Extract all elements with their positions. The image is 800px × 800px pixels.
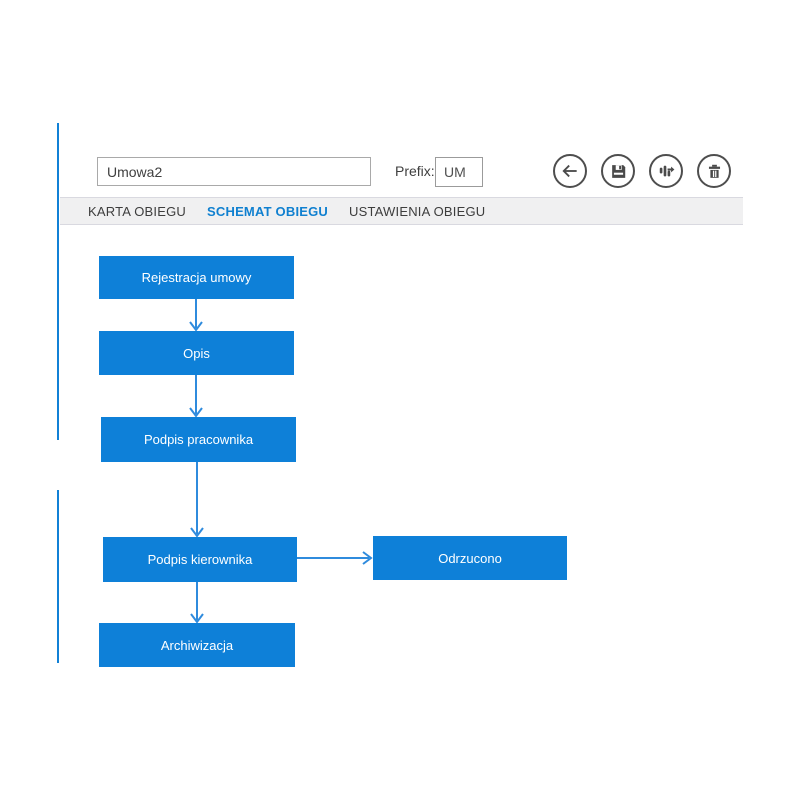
flow-edge-opis-to-podpis-pracownika xyxy=(189,375,203,418)
flow-edge-rejestracja-to-opis xyxy=(189,299,203,332)
flow-node-podpis-kierownika[interactable]: Podpis kierownika xyxy=(103,537,297,582)
tab-ustawienia-obiegu[interactable]: USTAWIENIA OBIEGU xyxy=(349,203,486,219)
flow-edge-podpis-kierownika-to-odrzucono xyxy=(297,551,373,565)
tab-schemat-obiegu[interactable]: SCHEMAT OBIEGU xyxy=(207,203,329,219)
prefix-label: Prefix: xyxy=(395,163,435,179)
export-workflow-button[interactable] xyxy=(649,154,683,188)
flow-node-odrzucono[interactable]: Odrzucono xyxy=(373,536,567,580)
save-button[interactable] xyxy=(601,154,635,188)
save-diskette-icon xyxy=(609,162,628,181)
tab-bar: KARTA OBIEGU SCHEMAT OBIEGU USTAWIENIA O… xyxy=(60,197,743,225)
delete-button[interactable] xyxy=(697,154,731,188)
toolbar xyxy=(553,154,731,188)
left-accent-line-bottom xyxy=(57,490,59,663)
left-accent-line-top xyxy=(57,123,59,440)
flow-node-rejestracja-umowy[interactable]: Rejestracja umowy xyxy=(99,256,294,299)
flow-node-opis[interactable]: Opis xyxy=(99,331,294,375)
trash-icon xyxy=(705,162,724,181)
flow-node-archiwizacja[interactable]: Archiwizacja xyxy=(99,623,295,667)
flow-transfer-icon xyxy=(656,161,676,181)
back-button[interactable] xyxy=(553,154,587,188)
flow-node-podpis-pracownika[interactable]: Podpis pracownika xyxy=(101,417,296,462)
flow-edge-podpis-pracownika-to-podpis-kierownika xyxy=(190,462,204,538)
arrow-left-icon xyxy=(560,161,580,181)
workflow-name-input[interactable] xyxy=(97,157,371,186)
prefix-input[interactable] xyxy=(435,157,483,187)
flow-edge-podpis-kierownika-to-archiwizacja xyxy=(190,582,204,624)
tab-karta-obiegu[interactable]: KARTA OBIEGU xyxy=(88,203,187,219)
